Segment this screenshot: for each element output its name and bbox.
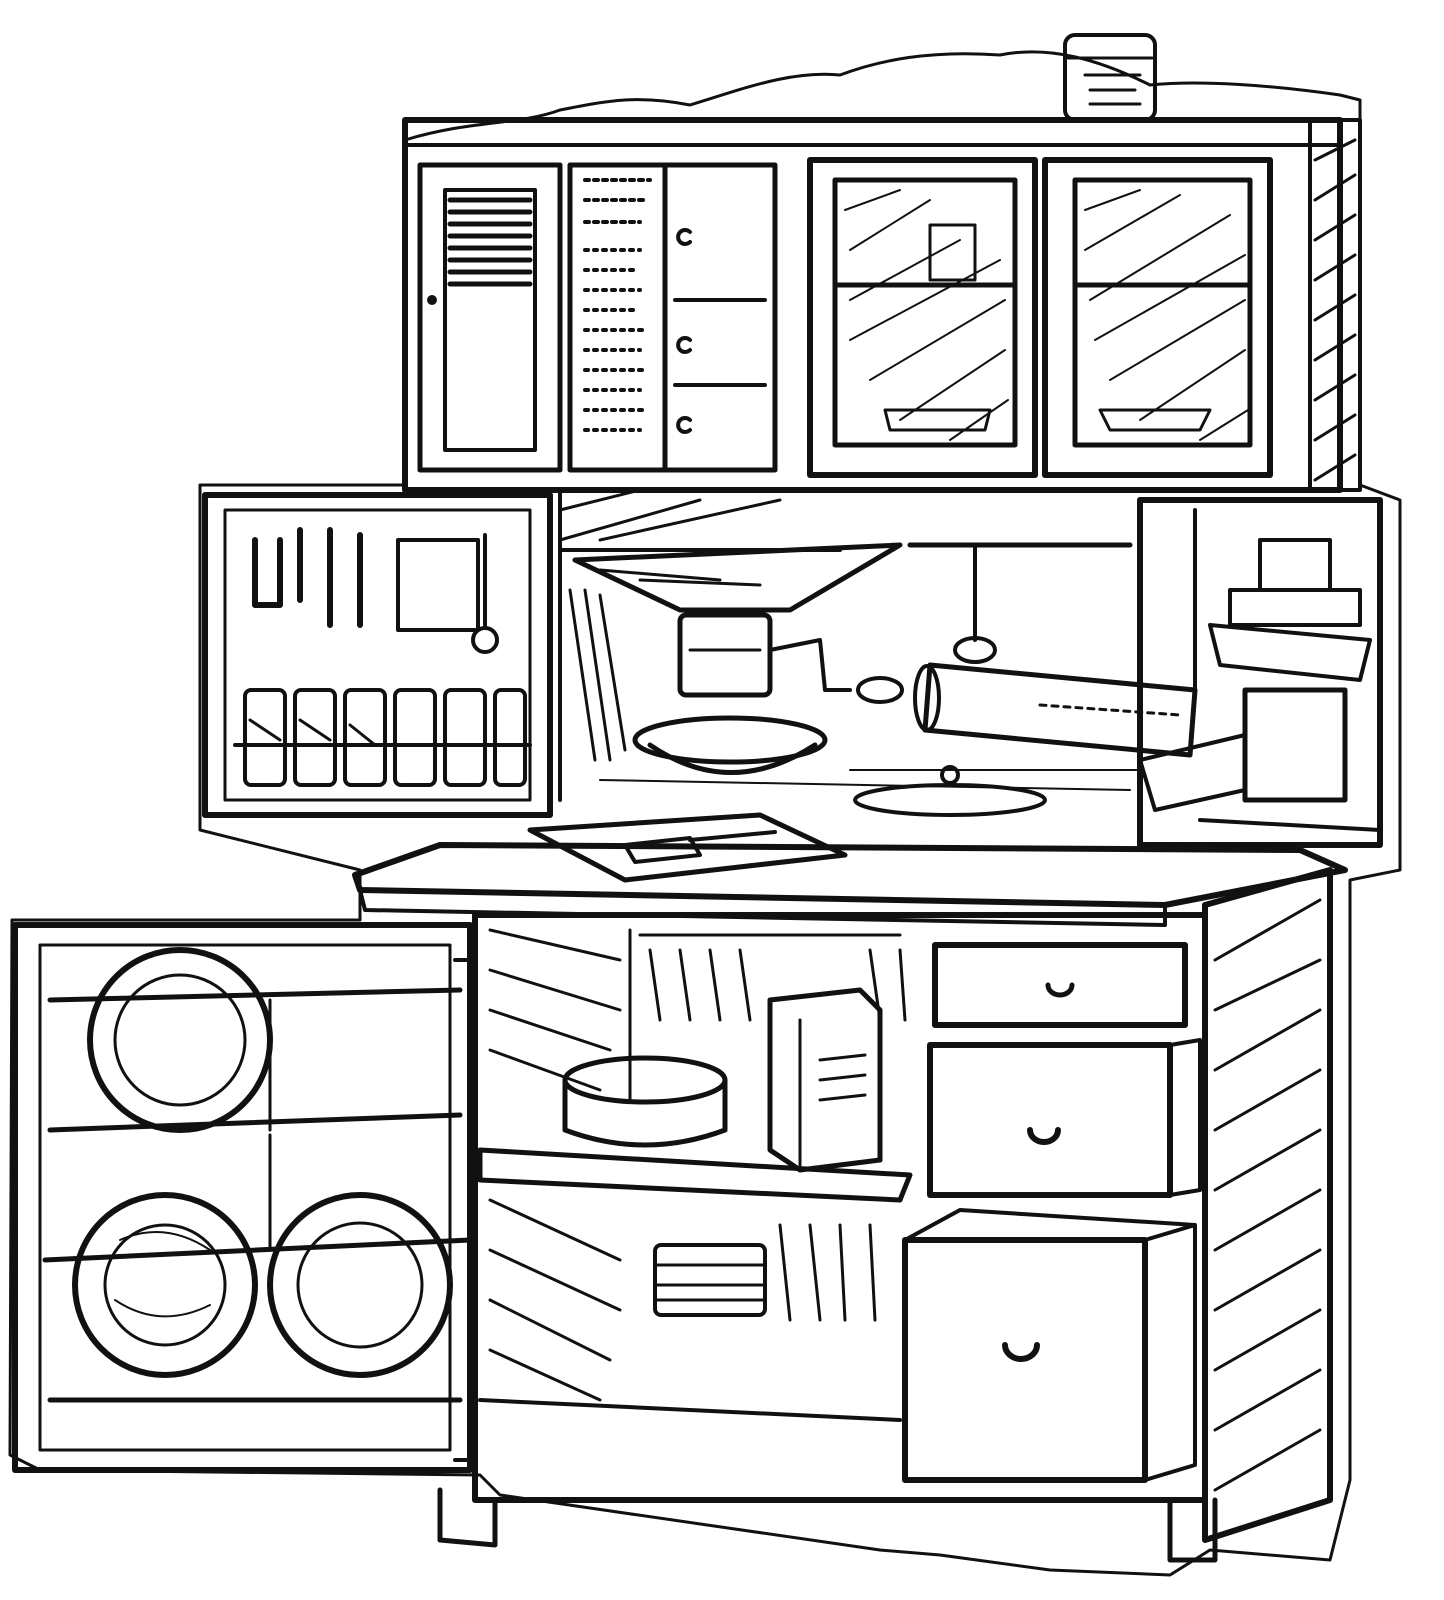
drawer-pull-icon [1002,1342,1040,1362]
drawer-pull-icon [1027,1127,1061,1145]
plate-icon [87,947,273,1133]
glass-door-right [1042,157,1273,478]
drawer-middle [927,1038,1202,1198]
upper-small-drawers [662,162,778,473]
scale-compartment [1137,497,1383,848]
drawer-pull-icon [676,228,692,246]
glass-door-left [807,157,1038,478]
flour-sifter-icon [572,542,903,698]
spice-jars [233,688,532,787]
workspace-area [558,488,1198,817]
drawer-pull-icon [676,336,692,354]
jar-icon [493,688,527,787]
spice-rack-door [202,492,553,818]
box-icon [767,987,883,1173]
worktop [352,812,1348,927]
cutting-board-icon [527,812,848,883]
pot-icon [562,1055,728,1148]
plate-rack-door [12,922,473,1473]
scale-icon [1208,538,1372,803]
drawer-pull-icon [676,416,692,434]
jar-icon [293,688,337,787]
plate-icon [267,1192,453,1378]
pot-icon [632,715,828,775]
drawer-bottom-open [902,1208,1197,1483]
jar-icon [243,688,287,787]
torn-paper-edge [8,50,1402,1577]
drawer-pull-icon [1045,982,1075,998]
jar-icon [443,688,487,787]
upper-cabinet [402,117,1362,493]
lower-cabinet [437,867,1333,1563]
drawer-top [932,942,1188,1028]
upper-chart-panel [567,162,668,473]
jar-icon [343,688,387,787]
rolling-pin-icon [856,662,1198,758]
upper-left-door [417,162,563,473]
plate-icon [72,1192,258,1378]
jar-icon [1063,33,1157,122]
jar-icon [393,688,437,787]
